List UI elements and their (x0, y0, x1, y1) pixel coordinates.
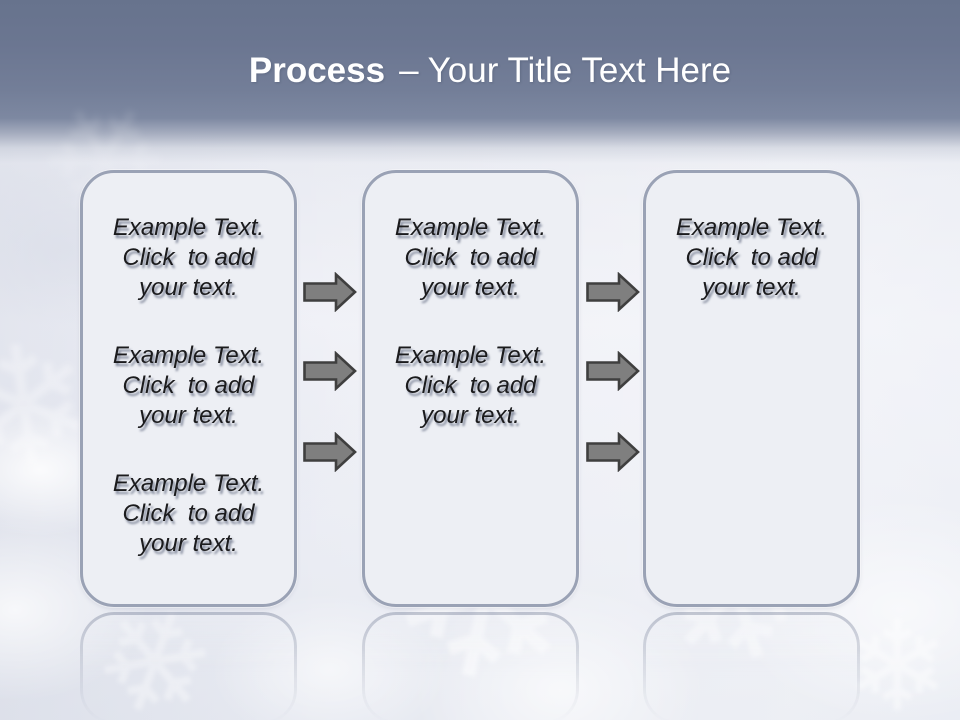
placeholder-text[interactable]: Example Text. Click to add your text. (112, 342, 265, 429)
placeholder-text[interactable]: Example Text. Click to add your text. (394, 342, 547, 429)
right-arrow-icon (303, 272, 357, 312)
right-arrow-icon (303, 432, 357, 472)
slide-title-keyword: Process (248, 51, 386, 90)
process-box-2[interactable]: Example Text. Click to add your text. Ex… (362, 170, 579, 607)
placeholder-text[interactable]: Example Text. Click to add your text. (394, 214, 547, 301)
placeholder-text[interactable]: Example Text. Click to add your text. (675, 214, 828, 301)
right-arrow-icon (586, 272, 640, 312)
right-arrow-icon (303, 351, 357, 391)
right-arrow-icon (586, 432, 640, 472)
process-box-3[interactable]: Example Text. Click to add your text. (643, 170, 860, 607)
right-arrow-icon (586, 351, 640, 391)
box-reflection (643, 612, 860, 720)
slide-title[interactable]: Process – Your Title Text Here (10, 50, 960, 92)
placeholder-text[interactable]: Example Text. Click to add your text. (112, 214, 265, 301)
box-reflection (80, 612, 297, 720)
slide-title-text: – Your Title Text Here (399, 51, 732, 90)
process-box-1[interactable]: Example Text. Click to add your text. Ex… (80, 170, 297, 607)
snowflake-icon: ❄ (845, 595, 950, 720)
box-reflection (362, 612, 579, 720)
placeholder-text[interactable]: Example Text. Click to add your text. (112, 470, 265, 557)
